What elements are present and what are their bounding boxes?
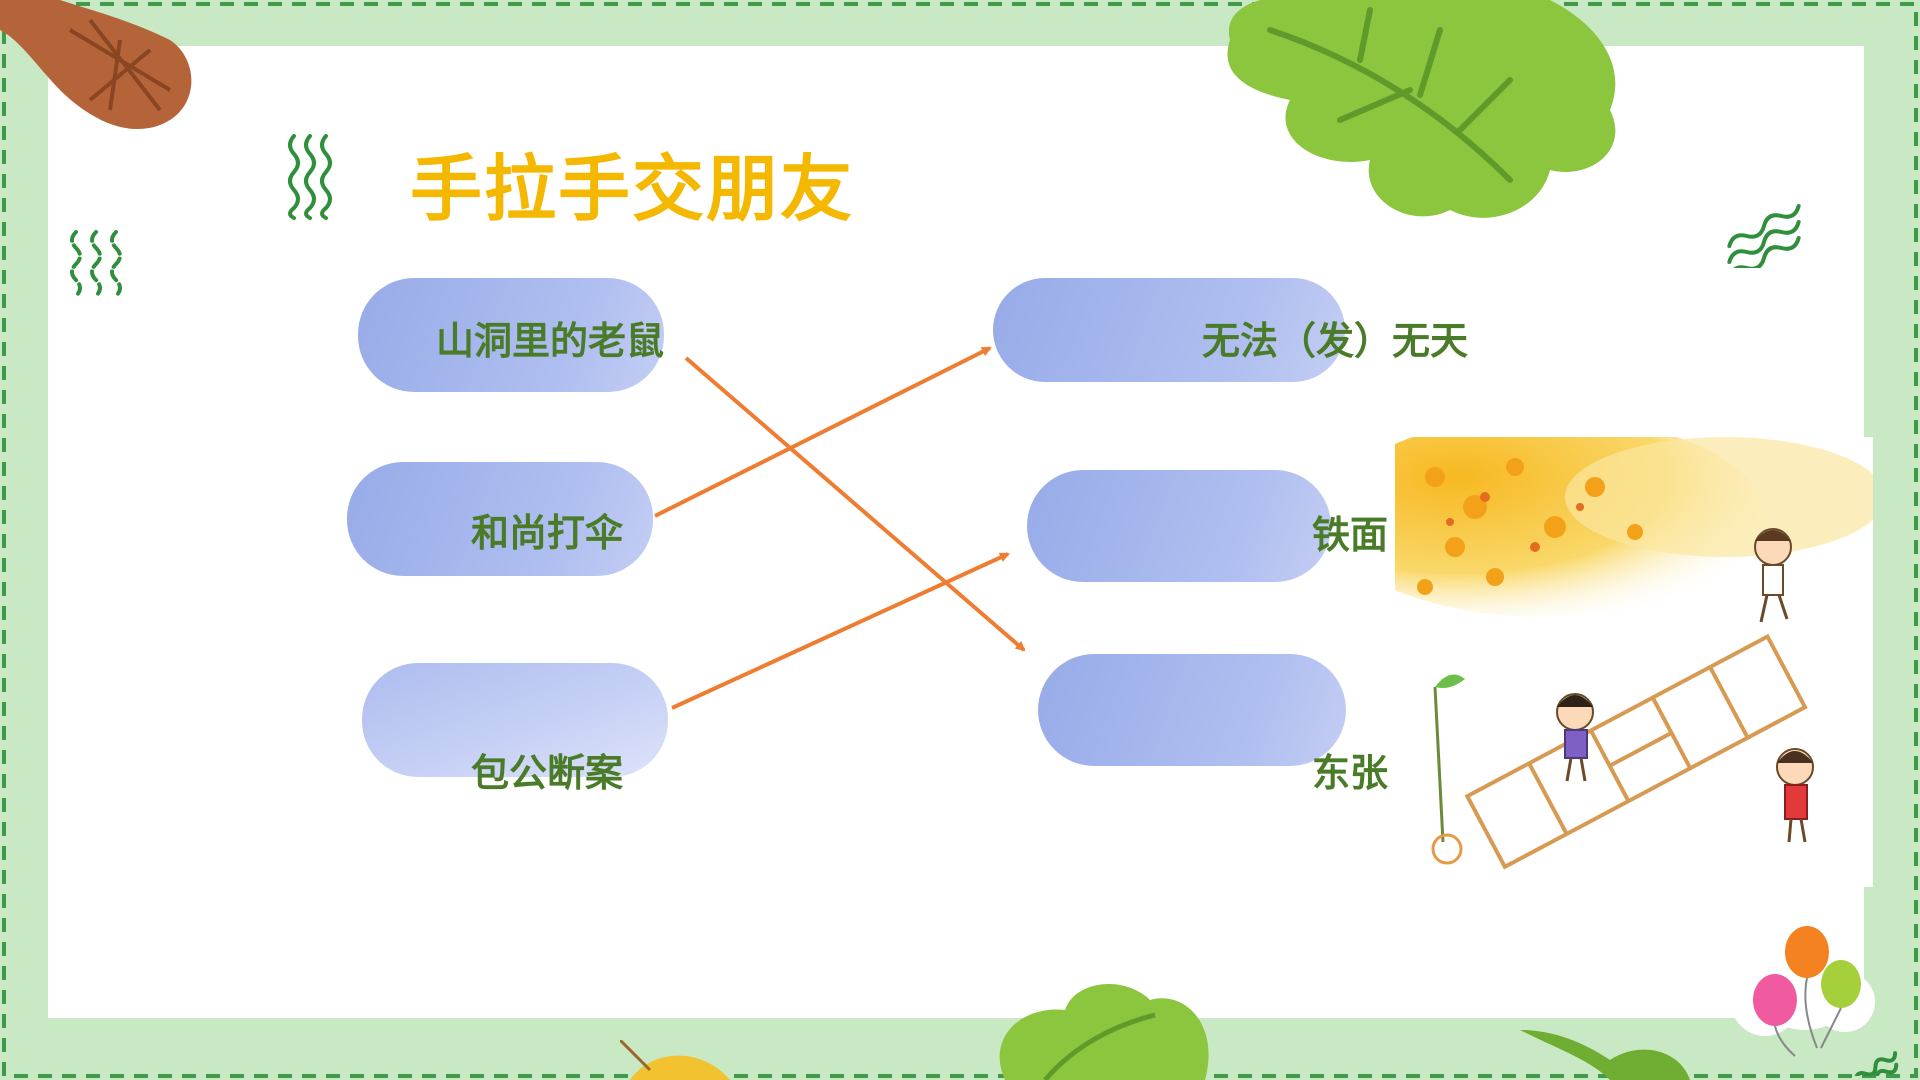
peanut-icon bbox=[0, 0, 192, 130]
wavy-lines-icon bbox=[1727, 204, 1801, 268]
left-pill-1[interactable] bbox=[358, 278, 664, 392]
wavy-lines-icon bbox=[288, 134, 332, 220]
leaf-icon bbox=[1227, 0, 1616, 218]
wavy-lines-icon bbox=[70, 230, 122, 298]
right-label-1: 无法（发）无天 bbox=[1202, 319, 1469, 363]
left-label-2: 和尚打伞 bbox=[471, 511, 624, 555]
left-label-3: 包公断案 bbox=[471, 751, 624, 795]
right-label-3: 东张 bbox=[1312, 751, 1389, 795]
right-pill-3[interactable] bbox=[1038, 654, 1346, 766]
leaf-icon bbox=[620, 1040, 730, 1080]
left-label-1: 山洞里的老鼠 bbox=[436, 319, 665, 363]
left-pill-3[interactable] bbox=[362, 663, 668, 777]
leaf-icon bbox=[1520, 1030, 1690, 1080]
balloons-icon bbox=[1735, 914, 1875, 1057]
wavy-lines-icon bbox=[1853, 1051, 1899, 1076]
left-pill-2[interactable] bbox=[347, 462, 653, 576]
right-pill-1[interactable] bbox=[993, 278, 1345, 382]
page-title: 手拉手交朋友 bbox=[410, 147, 855, 231]
leaf-icon bbox=[999, 983, 1209, 1080]
hopscotch-children-illustration bbox=[1395, 437, 1873, 887]
right-label-2: 铁面 bbox=[1312, 513, 1389, 557]
right-pill-2[interactable] bbox=[1027, 470, 1331, 582]
